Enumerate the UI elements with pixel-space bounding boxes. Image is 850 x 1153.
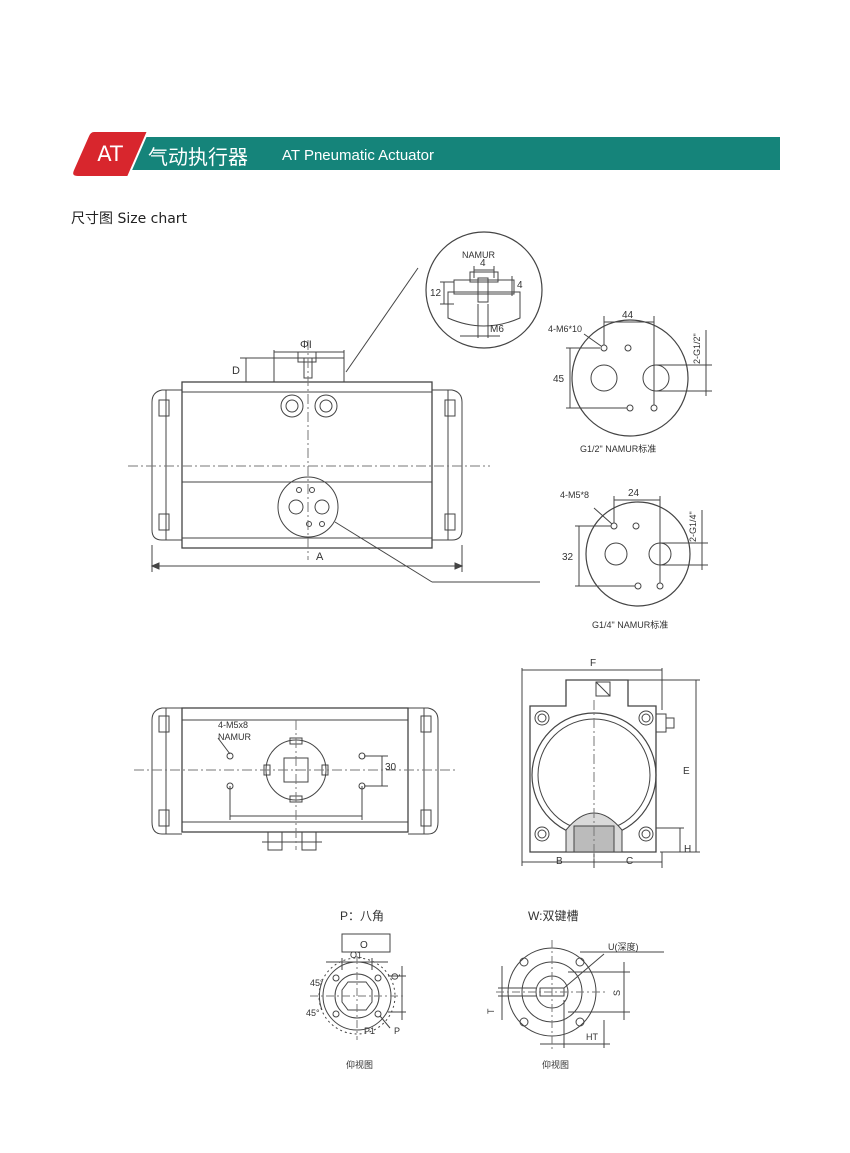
namur-detail xyxy=(425,231,543,349)
g14-caption: G1/4" NAMUR标准 xyxy=(592,619,668,630)
label-phi: ΦI xyxy=(300,339,312,351)
keyway-dim-ht: HT xyxy=(586,1032,598,1042)
end-dim-h: H xyxy=(684,844,691,855)
flange-g12 xyxy=(566,316,712,437)
flange-g14 xyxy=(575,496,708,607)
g14-dim-32: 32 xyxy=(562,552,574,563)
namur-title: NAMUR xyxy=(462,250,495,260)
keyway-title: W:双键槽 xyxy=(528,909,578,923)
section-title: 尺寸图 Size chart xyxy=(71,211,188,227)
badge-label: AT xyxy=(97,142,123,166)
cap-bolt xyxy=(158,513,170,531)
g14-holes: 4-M5*8 xyxy=(560,490,589,500)
end-dim-c: C xyxy=(626,856,633,867)
keyway-view xyxy=(496,940,664,1050)
namur-dim-12: 12 xyxy=(430,288,442,299)
g12-caption: G1/2" NAMUR标准 xyxy=(580,443,656,454)
at-badge xyxy=(71,130,150,178)
keyway-dim-s: S xyxy=(612,990,622,996)
g12-holes: 4-M6*10 xyxy=(548,324,582,334)
keyway-caption: 仰视图 xyxy=(542,1059,569,1070)
namur-dim-4b: 4 xyxy=(517,280,523,291)
octagon-angle-2: 45° xyxy=(306,1008,320,1018)
front-view xyxy=(128,267,540,583)
octagon-dim-o: O xyxy=(360,940,368,951)
octagon-dim-o1: O1 xyxy=(350,950,362,960)
g14-port: 2-G1/4" xyxy=(688,511,698,542)
keyway-depth: U(深度) xyxy=(608,941,639,952)
port-flange xyxy=(277,476,339,538)
header-banner: AT 气动执行器 AT Pneumatic Actuator xyxy=(70,130,780,178)
label-d: D xyxy=(232,365,240,377)
g14-dim-24: 24 xyxy=(628,488,640,499)
title-bar xyxy=(110,137,780,170)
port-circle xyxy=(319,399,333,413)
g12-dim-45: 45 xyxy=(553,374,565,385)
bottom-view xyxy=(134,707,458,851)
port-circle xyxy=(280,394,304,418)
end-dim-f: F xyxy=(590,658,596,669)
bottom-namur: NAMUR xyxy=(218,732,251,742)
octagon-dim-p: P xyxy=(394,1026,400,1036)
octagon-view xyxy=(310,933,406,1040)
keyway-dim-t: T xyxy=(486,1008,496,1014)
namur-dim-4a: 4 xyxy=(480,258,486,269)
octagon-dim-q: Q xyxy=(390,973,400,980)
label-a: A xyxy=(316,551,324,563)
namur-dim-m6: M6 xyxy=(490,324,504,335)
octagon-title: P：八角 xyxy=(340,909,384,923)
port-circle xyxy=(285,399,299,413)
cap-bolt xyxy=(158,399,170,417)
end-view xyxy=(521,668,700,868)
bottom-holes: 4-M5x8 xyxy=(218,720,248,730)
g12-port: 2-G1/2" xyxy=(692,333,702,364)
bottom-dim-30: 30 xyxy=(385,762,397,773)
cap-bolt xyxy=(444,399,456,417)
octagon-angle-1: 45° xyxy=(310,978,324,988)
title-en: AT Pneumatic Actuator xyxy=(282,147,435,164)
end-dim-b: B xyxy=(556,856,563,867)
end-dim-e: E xyxy=(683,766,690,777)
cap-bolt xyxy=(444,513,456,531)
octagon-caption: 仰视图 xyxy=(346,1059,373,1070)
title-cn: 气动执行器 xyxy=(148,145,248,169)
port-circle xyxy=(314,394,338,418)
octagon-dim-p1: P1 xyxy=(364,1026,375,1036)
g12-dim-44: 44 xyxy=(622,310,634,321)
